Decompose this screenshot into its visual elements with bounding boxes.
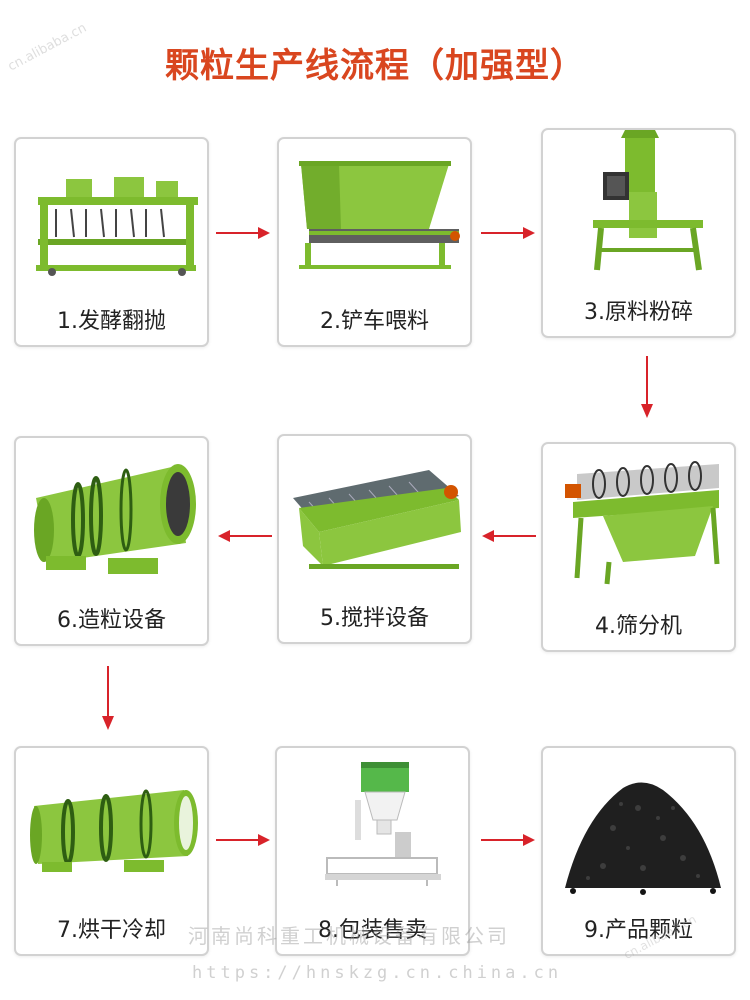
watermark-url: https://hnskzg.cn.china.cn xyxy=(192,963,563,983)
arrow-left-icon xyxy=(482,530,536,542)
step-card-7: 7.烘干冷却 xyxy=(14,746,209,956)
horizontal-mixer-machine-icon xyxy=(293,470,461,569)
page-title: 颗粒生产线流程（加强型） xyxy=(165,46,585,86)
step-label-5: 5.搅拌设备 xyxy=(320,606,429,631)
drum-granulator-machine-icon xyxy=(34,464,196,574)
step-card-3: 3.原料粉碎 xyxy=(541,128,736,338)
step-label-7: 7.烘干冷却 xyxy=(57,918,166,943)
vertical-crusher-machine-icon xyxy=(593,130,703,271)
arrow-right-icon xyxy=(481,227,535,239)
hopper-feeder-machine-icon xyxy=(299,161,460,269)
arrow-right-icon xyxy=(481,834,535,846)
watermark-company: 河南尚科重工机械设备有限公司 xyxy=(188,924,510,948)
step-card-4: 4.筛分机 xyxy=(541,442,736,652)
rotary-dryer-machine-icon xyxy=(30,789,198,872)
packing-scale-machine-icon xyxy=(325,762,441,886)
arrow-right-icon xyxy=(216,834,270,846)
step-card-9: 9.产品颗粒 xyxy=(541,746,736,956)
step-card-2: 2.铲车喂料 xyxy=(277,137,472,347)
arrow-right-icon xyxy=(216,227,270,239)
step-card-6: 6.造粒设备 xyxy=(14,436,209,646)
step-label-2: 2.铲车喂料 xyxy=(320,309,429,334)
step-label-8: 8.包装售卖 xyxy=(318,918,427,943)
arrow-down-icon xyxy=(102,666,114,730)
step-card-8: 8.包装售卖 xyxy=(275,746,470,956)
step-card-5: 5.搅拌设备 xyxy=(277,434,472,644)
step-label-9: 9.产品颗粒 xyxy=(584,918,693,943)
rotary-screener-machine-icon xyxy=(565,461,720,585)
granule-pile-icon xyxy=(565,782,721,895)
step-card-1: 1.发酵翻抛 xyxy=(14,137,209,347)
arrow-down-icon xyxy=(641,356,653,418)
compost-turner-machine-icon xyxy=(36,177,198,276)
step-label-3: 3.原料粉碎 xyxy=(584,300,693,325)
step-label-1: 1.发酵翻抛 xyxy=(57,309,166,334)
step-label-4: 4.筛分机 xyxy=(595,614,682,639)
step-label-6: 6.造粒设备 xyxy=(57,608,166,633)
arrow-left-icon xyxy=(218,530,272,542)
